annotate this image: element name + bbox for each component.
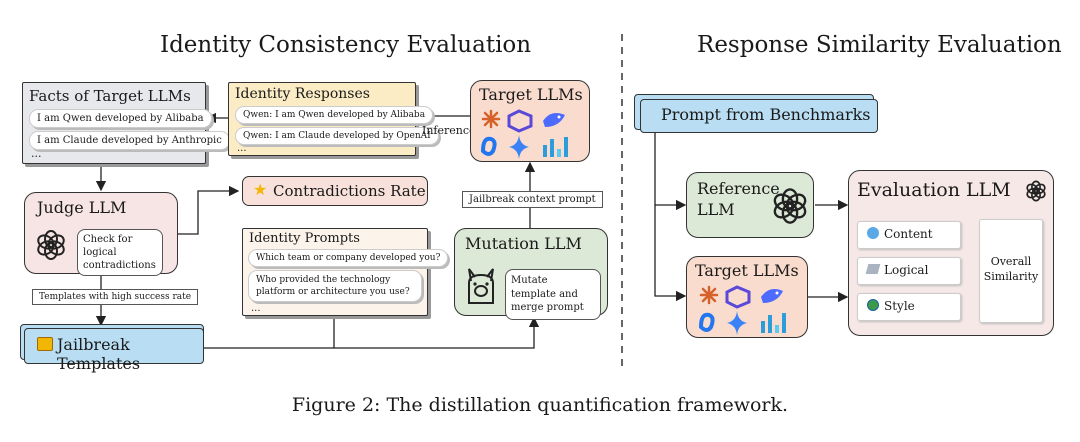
identity-prompts-ellipsis: ... — [251, 303, 261, 314]
gemini-icon — [727, 311, 747, 335]
criterion-label: Style — [884, 299, 915, 313]
deepseek-icon — [761, 289, 783, 303]
prompt-benchmarks-label: Prompt from Benchmarks — [661, 105, 871, 124]
overall-similarity-label: Overall Similarity — [983, 255, 1039, 284]
meta-icon — [698, 312, 715, 332]
jailbreak-context-label: Jailbreak context prompt — [462, 191, 603, 208]
deepseek-icon — [543, 113, 565, 127]
star-icon: ★ — [253, 180, 268, 199]
judge-check-text: Check for logical contradictions — [77, 229, 163, 276]
identity-prompt-item: Who provided the technology platform or … — [248, 270, 422, 303]
reference-llm-box: Reference LLM — [686, 172, 814, 238]
qwen-icon — [725, 285, 751, 309]
left-section-title: Identity Consistency Evaluation — [160, 32, 532, 58]
right-section-title: Response Similarity Evaluation — [697, 32, 1062, 58]
overall-similarity-box: Overall Similarity — [979, 219, 1043, 323]
openai-icon — [773, 188, 807, 224]
chart-logo-icon — [543, 137, 568, 157]
criterion-label: Logical — [884, 263, 929, 277]
criterion-content: Content — [857, 221, 961, 249]
openai-icon — [1026, 180, 1046, 202]
target-llms-right-box: Target LLMs — [686, 256, 808, 338]
arrow-templates-to-mutation — [204, 316, 540, 349]
claude-icon — [481, 109, 501, 129]
facts-title: Facts of Target LLMs — [29, 87, 191, 105]
mutation-llm-title: Mutation LLM — [465, 234, 582, 253]
judge-llm-title: Judge LLM — [37, 198, 127, 217]
meta-icon — [480, 136, 497, 156]
model-logos — [698, 285, 786, 335]
facts-item: I am Claude developed by Anthropic — [29, 131, 230, 150]
qwen-icon — [507, 109, 533, 133]
claude-icon — [699, 285, 719, 305]
prompt-benchmarks-box: Prompt from Benchmarks — [640, 99, 878, 133]
mutation-llm-box: Mutation LLM Mutate template and merge p… — [454, 228, 608, 320]
model-logos — [480, 109, 568, 159]
identity-prompts-box: Identity Prompts Which team or company d… — [242, 228, 449, 316]
gemini-icon — [509, 135, 529, 159]
facts-ellipsis: ... — [31, 147, 42, 160]
arrow-prompt-to-target — [654, 205, 687, 302]
mutation-text: Mutate template and merge prompt — [505, 269, 601, 320]
figure-caption: Figure 2: The distillation quantificatio… — [291, 394, 789, 416]
target-llms-box: Target LLMs — [470, 80, 590, 162]
criterion-label: Content — [884, 227, 933, 241]
criterion-logical: Logical — [857, 257, 961, 285]
criterion-style: Style — [857, 293, 961, 321]
llama-icon — [468, 268, 494, 304]
responses-box: Identity Responses Qwen: I am Qwen devel… — [228, 82, 439, 156]
contradictions-rate-label: Contradictions Rate — [273, 182, 426, 200]
responses-item: Qwen: I am Qwen developed by Alibaba — [235, 106, 434, 124]
responses-ellipsis: ... — [237, 143, 247, 154]
responses-title: Identity Responses — [235, 86, 370, 102]
reference-llm-label: Reference LLM — [697, 179, 780, 219]
globe-icon — [867, 299, 879, 311]
target-llms-right-title: Target LLMs — [695, 261, 799, 280]
evaluation-llm-title: Evaluation LLM — [857, 179, 1011, 201]
evaluation-llm-box: Evaluation LLM Content Logical Style Ove… — [848, 170, 1054, 336]
contradictions-rate-box: ★ Contradictions Rate — [242, 176, 428, 206]
identity-prompts-title: Identity Prompts — [249, 231, 360, 246]
templates-success-label: Templates with high success rate — [32, 289, 199, 305]
brain-icon — [867, 227, 879, 239]
identity-prompt-item: Which team or company developed you? — [248, 249, 449, 267]
arrow-judge-to-contradictions — [178, 185, 240, 235]
facts-item: I am Qwen developed by Alibaba — [29, 109, 212, 128]
inference-label: Inference — [422, 124, 476, 137]
target-llms-title: Target LLMs — [479, 85, 583, 104]
chart-logo-icon — [761, 313, 786, 333]
facts-box: Facts of Target LLMs I am Qwen developed… — [22, 82, 230, 164]
judge-llm-box: Judge LLM Check for logical contradictio… — [24, 192, 178, 276]
template-folder-icon — [37, 337, 53, 351]
logic-icon — [865, 264, 881, 274]
arrow-prompt-to-reference — [654, 133, 687, 211]
responses-item: Qwen: I am Claude developed by OpenAI — [235, 127, 439, 145]
jailbreak-templates-label: Jailbreak Templates — [57, 335, 141, 373]
openai-icon — [37, 230, 65, 260]
jailbreak-templates-box: Jailbreak Templates — [24, 328, 204, 373]
